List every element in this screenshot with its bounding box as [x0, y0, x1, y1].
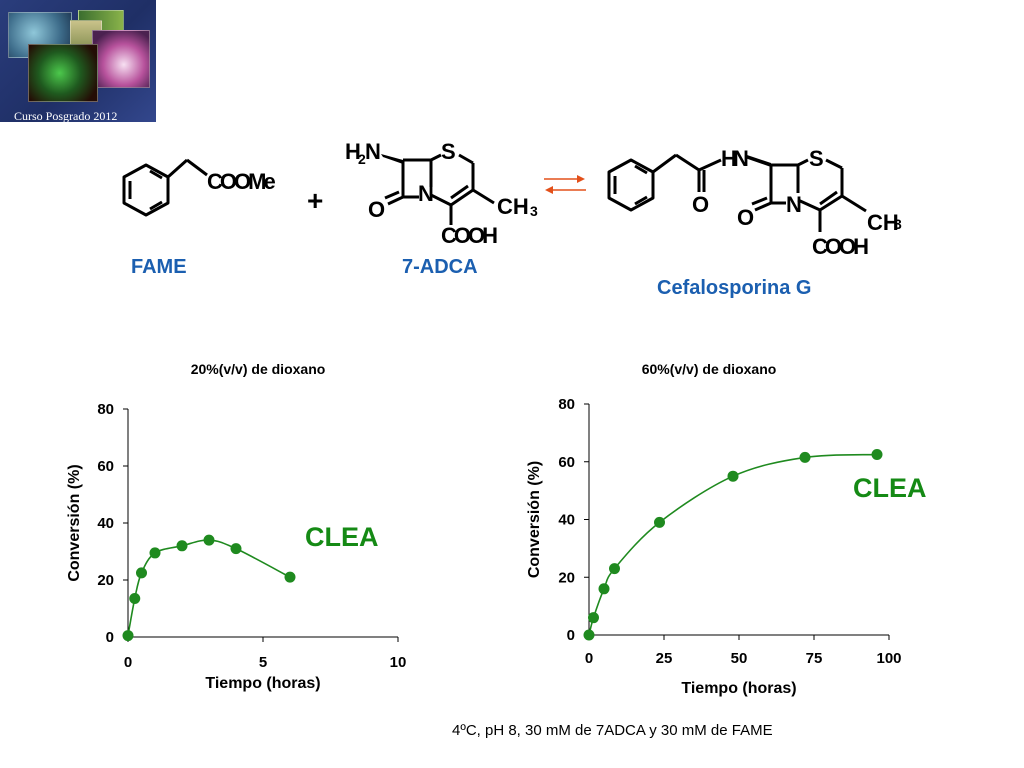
adca-carbonyl-o: O — [368, 197, 385, 222]
course-logo: Curso Posgrado 2012 — [0, 0, 156, 122]
x-tick-label: 75 — [806, 650, 823, 667]
y-tick-label: 60 — [558, 454, 575, 471]
y-tick-label: 80 — [558, 396, 575, 413]
data-point — [871, 449, 883, 461]
x-tick-label: 10 — [390, 654, 407, 671]
y-tick-label: 80 — [97, 401, 114, 418]
y-tick-label: 0 — [106, 629, 114, 646]
product-carbonyl-o: O — [737, 205, 754, 230]
y-axis-label: Conversión (%) — [66, 464, 83, 581]
clea-annotation: CLEA — [853, 473, 927, 503]
data-point — [583, 629, 595, 641]
data-point — [129, 593, 141, 605]
x-tick-label: 100 — [876, 650, 901, 667]
y-tick-label: 0 — [567, 627, 575, 644]
data-point — [136, 567, 147, 579]
x-tick-label: 0 — [124, 654, 132, 671]
x-tick-label: 5 — [259, 654, 267, 671]
data-point — [598, 583, 610, 595]
adca-sulfur: S — [441, 139, 456, 164]
experimental-conditions-caption: 4ºC, pH 8, 30 mM de 7ADCA y 30 mM de FAM… — [452, 722, 773, 739]
logo-image-fluorescence — [28, 44, 98, 102]
data-point — [203, 534, 215, 546]
chart-title: 20%(v/v) de dioxano — [191, 361, 326, 377]
y-axis-label: Conversión (%) — [526, 461, 543, 578]
fame-ester-group: COOMe — [207, 169, 275, 194]
logo-image-cells — [92, 30, 150, 88]
data-point — [284, 571, 296, 583]
data-point — [149, 547, 161, 559]
y-tick-label: 40 — [558, 512, 575, 529]
data-point — [654, 516, 665, 528]
clea-annotation: CLEA — [305, 522, 379, 552]
adca-label: 7-ADCA — [402, 256, 478, 278]
y-tick-label: 60 — [97, 458, 114, 475]
product-amide-h: H — [721, 146, 737, 171]
y-tick-label: 40 — [97, 515, 114, 532]
data-point — [799, 451, 811, 463]
reaction-scheme: COOMe + H 2 N S N O CH 3 COOH H N O S N … — [122, 139, 902, 299]
adca-methyl: CH — [497, 194, 529, 219]
chart-title: 60%(v/v) de dioxano — [642, 361, 777, 377]
product-sulfur: S — [809, 146, 824, 171]
x-tick-label: 50 — [731, 650, 748, 667]
product-amide-n: N — [733, 146, 749, 171]
adca-amine-sub: 2 — [358, 151, 366, 167]
product-methyl: CH — [867, 210, 899, 235]
fame-label: FAME — [131, 256, 187, 278]
x-axis-label: Tiempo (horas) — [205, 675, 320, 692]
data-point — [727, 470, 739, 482]
adca-ring-n: N — [418, 181, 434, 206]
equilibrium-arrows-icon — [544, 175, 586, 194]
x-axis-label: Tiempo (horas) — [681, 680, 796, 697]
product-label: Cefalosporina G — [657, 277, 811, 299]
y-tick-label: 20 — [558, 569, 575, 586]
adca-acid: COOH — [441, 223, 497, 248]
plus-sign: + — [307, 185, 323, 216]
product-ring-n: N — [786, 192, 802, 217]
product-acid: COOH — [812, 234, 868, 259]
adca-amine-h: H — [345, 139, 361, 164]
data-point — [176, 540, 188, 552]
x-tick-label: 0 — [585, 650, 593, 667]
product-amide-o: O — [692, 192, 709, 217]
adca-methyl-sub: 3 — [530, 203, 538, 219]
chart-60-percent-dioxane: 60%(v/v) de dioxano 0 20 40 60 80 0 25 50 75 100Ti… — [526, 361, 927, 697]
data-point — [230, 543, 242, 555]
product-methyl-sub: 3 — [894, 216, 902, 232]
logo-caption: Curso Posgrado 2012 — [14, 109, 118, 122]
x-tick-label: 25 — [656, 650, 673, 667]
data-point — [122, 630, 134, 642]
adca-amine-n: N — [365, 139, 381, 164]
data-point — [609, 563, 620, 575]
y-tick-label: 20 — [97, 572, 114, 589]
data-point — [588, 612, 599, 624]
